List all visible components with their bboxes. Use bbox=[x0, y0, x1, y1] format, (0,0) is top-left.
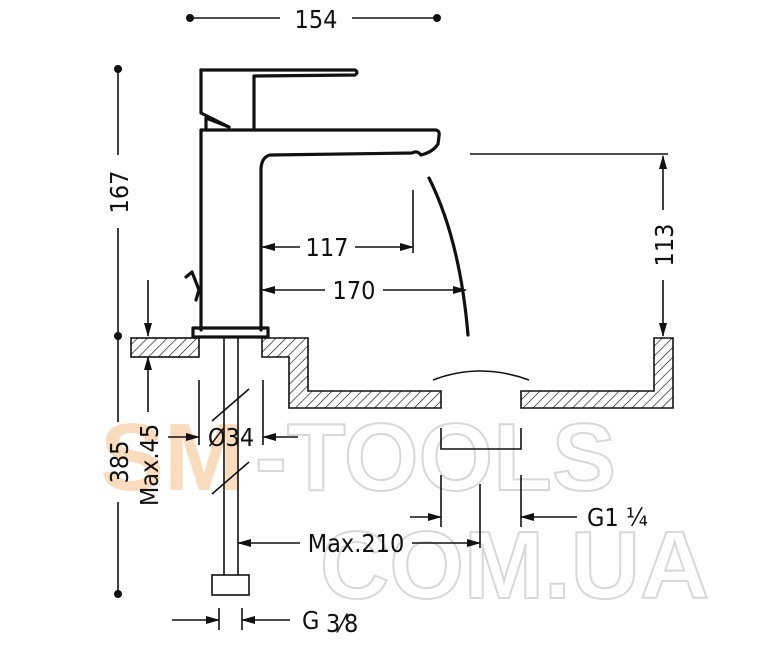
dimension-overall-width: 154 bbox=[186, 5, 441, 34]
dimension-supply-thread: G 3⁄8 bbox=[172, 606, 358, 638]
dimension-spout-reach: 117 170 bbox=[261, 190, 467, 305]
dimension-label-fraction: 3⁄8 bbox=[326, 609, 358, 638]
watermark-text: -TOOLS bbox=[255, 404, 616, 511]
watermark-accent-text: SM bbox=[100, 404, 244, 511]
dimension-label-fraction: ¼ bbox=[626, 503, 648, 532]
dimension-label: 170 bbox=[333, 276, 376, 305]
dimension-heights: 167 385 Max.45 bbox=[105, 65, 164, 598]
dimension-label: 117 bbox=[306, 233, 349, 262]
dimension-drain-thread: G1 ¼ bbox=[410, 475, 648, 532]
dimension-label: 113 bbox=[650, 224, 679, 267]
dimension-drain-distance: Max.210 bbox=[237, 484, 481, 558]
countertop-section bbox=[130, 337, 674, 450]
dimension-label: 167 bbox=[105, 171, 134, 214]
dimension-hole-diameter: Ø34 bbox=[168, 380, 298, 452]
dimension-label: 385 bbox=[105, 441, 134, 484]
dimension-spout-clearance: 113 bbox=[470, 153, 679, 337]
dimension-label: Max.45 bbox=[135, 424, 164, 506]
dimension-label: Max.210 bbox=[308, 529, 405, 558]
supply-hose bbox=[211, 338, 250, 596]
dimension-label: G1 bbox=[587, 503, 619, 532]
dimension-label: 154 bbox=[295, 5, 338, 34]
dimension-label: Ø34 bbox=[208, 423, 254, 452]
watermark: SM -TOOLS COM.UA bbox=[100, 403, 710, 620]
watermark-domain-text: COM.UA bbox=[320, 512, 709, 619]
dimension-label: G bbox=[302, 606, 319, 635]
faucet-outline bbox=[184, 68, 470, 339]
